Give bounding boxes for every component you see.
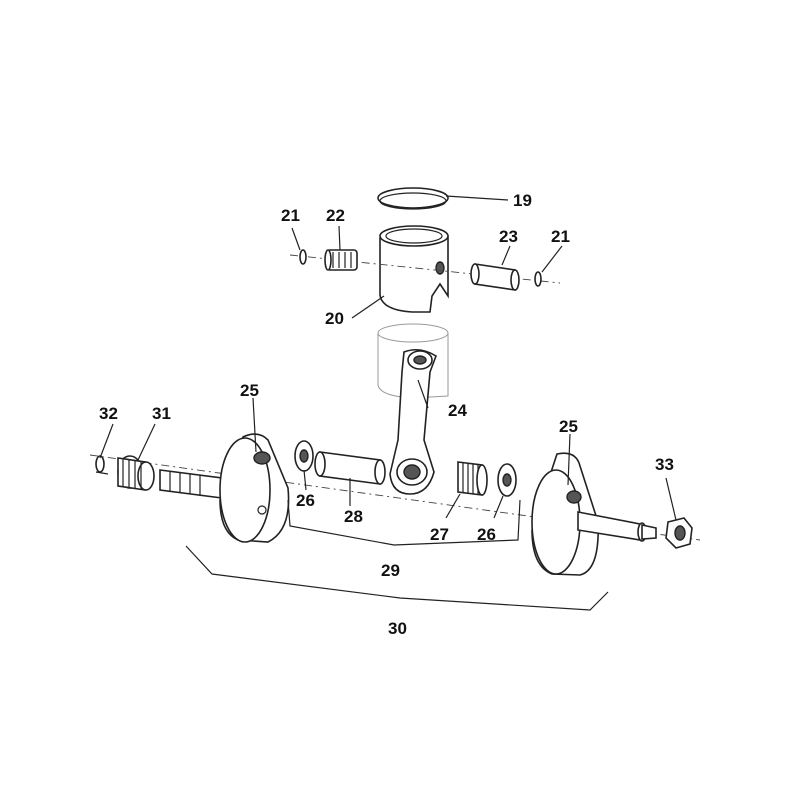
label-25-right: 25 <box>559 417 578 436</box>
piston-ring <box>377 187 449 210</box>
thrust-washer-left <box>294 440 314 472</box>
piston-pin <box>470 263 520 291</box>
crankshaft-gear <box>117 455 155 491</box>
label-19: 19 <box>513 191 532 210</box>
label-27: 27 <box>430 525 449 544</box>
label-28: 28 <box>344 507 363 526</box>
big-end-needle-bearing <box>457 461 488 496</box>
label-31: 31 <box>152 404 171 423</box>
assembly-bracket-30 <box>185 545 609 611</box>
crankshaft-nut <box>665 517 693 549</box>
label-21-right: 21 <box>551 227 570 246</box>
label-24: 24 <box>448 401 467 420</box>
label-29: 29 <box>381 561 400 580</box>
label-32: 32 <box>99 404 118 423</box>
label-22: 22 <box>326 206 345 225</box>
label-23: 23 <box>499 227 518 246</box>
label-20: 20 <box>325 309 344 328</box>
label-21-left: 21 <box>281 206 300 225</box>
left-crankshaft-half <box>159 433 290 543</box>
label-30: 30 <box>388 619 407 638</box>
connecting-rod <box>389 348 437 495</box>
leader-lines <box>99 195 677 521</box>
piston <box>379 225 449 313</box>
label-25-left: 25 <box>240 381 259 400</box>
crank-pin <box>314 451 386 485</box>
assembly-bracket-29 <box>287 499 521 546</box>
crankshaft-axis <box>89 454 701 541</box>
part-number-labels: 19 20 21 21 22 23 24 25 25 26 26 27 28 2… <box>99 191 674 638</box>
right-crankshaft-half <box>531 452 657 576</box>
thrust-washer-right <box>497 463 517 497</box>
small-end-needle-bearing <box>324 249 358 271</box>
label-33: 33 <box>655 455 674 474</box>
label-26-left: 26 <box>296 491 315 510</box>
gear-retaining-clip <box>95 455 109 475</box>
circlip-right <box>534 271 542 287</box>
circlip-left <box>299 249 307 265</box>
label-26-right: 26 <box>477 525 496 544</box>
